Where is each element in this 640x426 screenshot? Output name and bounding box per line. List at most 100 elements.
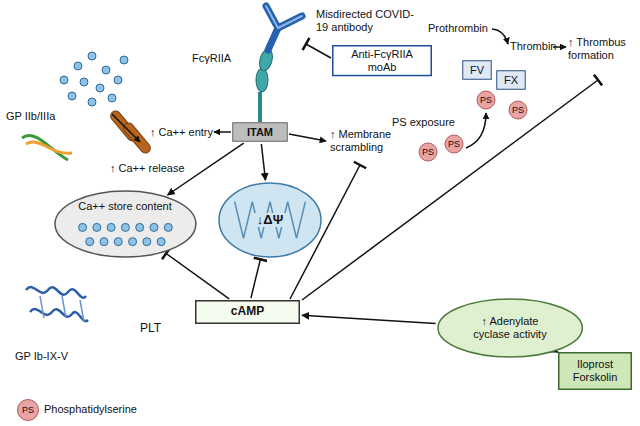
calcium-ion (157, 238, 165, 246)
calcium-ion (85, 238, 93, 246)
antibody-label: Misdirected COVID-19 antibody (316, 8, 422, 34)
inhibition-line (306, 44, 331, 58)
node-text: Ca++ store content (78, 200, 172, 213)
node-text: ITAM (247, 126, 273, 139)
calcium-ion (60, 76, 68, 84)
receptor-stalk (258, 92, 262, 122)
itam-box: ITAM (232, 122, 288, 142)
calcium-ion (164, 223, 172, 231)
calcium-ion (80, 78, 88, 86)
gp-ib-ix-v-symbol (30, 309, 88, 321)
calcium-ion (88, 98, 96, 106)
itam-box-border (233, 123, 288, 142)
calcium-entry-arrow (112, 114, 140, 142)
mitochondrion-cristae (235, 202, 306, 238)
node-text: FV (470, 64, 484, 77)
factor-box-border (497, 71, 526, 90)
antibody-box: Anti-FcγRIIA moAb (332, 45, 432, 76)
calcium-ion (78, 223, 86, 231)
gp-iib-iiia-symbol (22, 135, 68, 160)
glycoprotein-label: GP IIb/IIIa (6, 110, 55, 123)
receptor-label: FcγRIIA (192, 52, 231, 65)
receptor-domain (256, 68, 268, 92)
calcium-ion (96, 84, 104, 92)
mitochondrion: ↓ΔΨ (218, 182, 322, 258)
node-text: ↑ Adenylate cyclase activity (462, 315, 558, 340)
node-text: Iloprost Forskolin (564, 358, 626, 383)
outcome-label: ↑ Thrombus formation (568, 36, 632, 62)
process-label: ↑ Membrane scrambling (330, 128, 408, 154)
camp-box: cAMP (195, 300, 300, 324)
calcium-ion (114, 76, 122, 84)
calcium-ion (102, 66, 110, 74)
adenylate-cyclase-border (438, 299, 582, 357)
antibody-box-border (333, 46, 432, 76)
node-text: ↓ΔΨ (254, 213, 286, 228)
camp-box-border (196, 301, 300, 324)
inhibition-connector (251, 259, 260, 298)
drug-box: Iloprost Forskolin (558, 352, 632, 390)
process-label: PS exposure (392, 116, 455, 129)
legend-text: Phosphatidylserine (44, 403, 137, 416)
activation-arrow (214, 131, 231, 133)
ps-circle: PS (418, 142, 438, 162)
adenylate-cyclase: ↑ Adenylate cyclase activity (437, 298, 583, 358)
node-text: Anti-FcγRIIA moAb (340, 48, 424, 73)
calcium-ion (68, 92, 76, 100)
platelet-cell: PLT ITAM PS PS Ca++ store content ↓ΔΨ cAMP ↑ Ad… (40, 88, 615, 412)
platelet-cell-border (41, 89, 614, 411)
node-text: FX (504, 74, 518, 87)
ps-circle-border (477, 91, 495, 109)
node-text: PS (480, 95, 492, 105)
calcium-ion (114, 238, 122, 246)
activation-connector (261, 144, 265, 180)
node-text: PS (512, 105, 524, 115)
legend-symbol-text: PS (17, 399, 39, 421)
node-text: cAMP (231, 305, 264, 319)
ps-circle-border (445, 135, 463, 153)
gp-iib-iiia-symbol (26, 142, 72, 153)
activation-connector (302, 315, 436, 323)
ps-circle: PS (508, 100, 528, 120)
inhibition-connector (166, 254, 229, 299)
process-label: ↑ Ca++ release (110, 162, 185, 175)
calcium-ion (150, 223, 158, 231)
calcium-ion (107, 223, 115, 231)
protein-label: Thrombin (510, 40, 556, 53)
calcium-ion (120, 56, 128, 64)
node-text: PS (422, 147, 434, 157)
protein-label: Prothrombin (428, 22, 488, 35)
calcium-ion (128, 238, 136, 246)
calcium-ion (92, 223, 100, 231)
calcium-ions (60, 52, 128, 106)
glycoprotein-label: GP Ib-IX-V (15, 350, 68, 363)
node-text: PLT (140, 322, 161, 336)
ps-circle: PS (444, 134, 464, 154)
calcium-store: Ca++ store content (54, 190, 197, 258)
calcium-ion (74, 62, 82, 70)
calcium-channel (109, 109, 153, 155)
flip-arrow (466, 113, 486, 148)
factor-box: FX (496, 70, 526, 90)
gp-ib-ix-v-symbol (26, 287, 86, 298)
antibody-symbol (266, 6, 302, 28)
calcium-ion (142, 238, 150, 246)
activation-arrow (289, 134, 326, 141)
gp-ib-ix-v-symbol (40, 296, 84, 322)
calcium-store-border (55, 191, 196, 257)
antibody-symbol (266, 6, 302, 50)
calcium-ion (108, 94, 116, 102)
calcium-ion (135, 223, 143, 231)
calcium-ion (100, 238, 108, 246)
factor-box: FV (462, 60, 492, 80)
factor-box-border (463, 61, 492, 80)
drug-box-border (559, 353, 632, 390)
ps-circle-border (419, 143, 437, 161)
activation-arrow (492, 29, 508, 44)
calcium-ion (88, 52, 96, 60)
ps-circle-border (509, 101, 527, 119)
calcium-ion (121, 223, 129, 231)
process-label: ↑ Ca++ entry (150, 126, 213, 139)
ps-circle: PS (476, 90, 496, 110)
inhibition-line (302, 80, 598, 300)
